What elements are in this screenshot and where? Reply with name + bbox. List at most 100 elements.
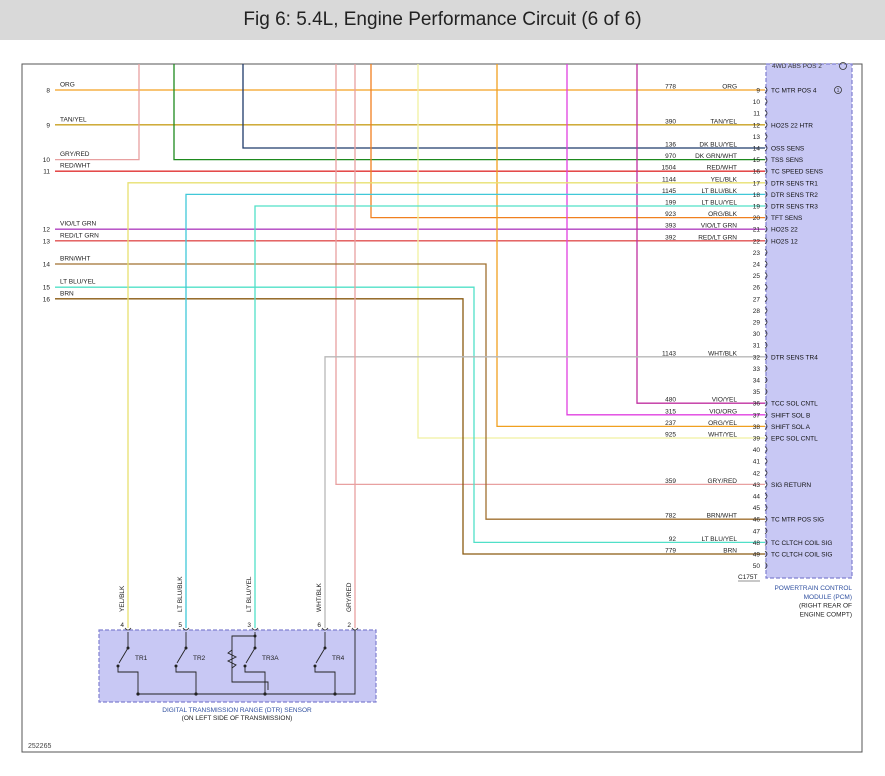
pcm-pin-terminal [764, 399, 768, 407]
left-wire-color-label: RED/WHT [60, 163, 90, 170]
pcm-pin-signal: TC CLTCH COIL SIG [771, 540, 832, 547]
pcm-pin-terminal [764, 504, 768, 511]
wire-color-label: LT BLU/BLK [701, 188, 737, 195]
pcm-pin-number: 9 [756, 88, 760, 95]
wire-circuit-number: 199 [665, 200, 676, 207]
pcm-pin-terminal [764, 121, 768, 129]
pcm-pin-signal: TCC SOL CNTL [771, 401, 818, 408]
pcm-pin-number: 48 [753, 540, 761, 547]
pcm-pin-number: 29 [753, 320, 761, 327]
pcm-pin-terminal [764, 109, 768, 117]
pcm-pin-number: 27 [753, 296, 761, 303]
pcm-pin-signal: TC MTR POS 4 [771, 88, 817, 95]
pcm-pin-number: 20 [753, 215, 761, 222]
pcm-pin-terminal [764, 481, 768, 488]
left-wire-number: 13 [43, 238, 51, 245]
left-wire-number: 10 [43, 157, 51, 164]
pcm-pin-signal: HO2S 22 HTR [771, 122, 813, 129]
figure-id: 252265 [28, 743, 51, 750]
wire-color-label: BRN/WHT [707, 513, 737, 520]
wire-circuit-number: 393 [665, 223, 676, 230]
left-wire-number: 8 [46, 88, 50, 95]
page-title: Fig 6: 5.4L, Engine Performance Circuit … [243, 9, 642, 30]
left-wire-number: 16 [43, 296, 51, 303]
dtr-label-line: DIGITAL TRANSMISSION RANGE (DTR) SENSOR [162, 707, 312, 714]
pcm-module-label-line: POWERTRAIN CONTROL [774, 585, 852, 592]
wire-color-label: VIO/YEL [712, 397, 738, 404]
wire-color-label: YEL/BLK [711, 176, 738, 183]
switch-blade [118, 647, 129, 664]
pcm-pin-signal: TSS SENS [771, 157, 804, 164]
wire-circuit-number: 136 [665, 142, 676, 149]
switch-lead-bottom [175, 666, 197, 694]
pcm-pin-terminal [764, 515, 768, 523]
pcm-pin-number: 46 [753, 517, 761, 524]
pcm-pin-number: 43 [753, 482, 761, 489]
tr3a-resistor [226, 649, 238, 669]
title-bar: Fig 6: 5.4L, Engine Performance Circuit … [0, 0, 885, 40]
pcm-pin-number: 11 [753, 111, 760, 118]
left-wire-color-label: RED/LT GRN [60, 232, 99, 239]
tr3a-resistor-lead [231, 635, 269, 690]
pcm-pin-number: 32 [753, 354, 761, 361]
bus-junction [263, 692, 267, 696]
pcm-pin-number: 15 [753, 157, 761, 164]
dtr-wire-label: LT BLU/BLK [177, 576, 184, 612]
wire-color-label: TAN/YEL [710, 118, 737, 125]
dtr-pin-number: 5 [178, 622, 182, 629]
dtr-pin-terminal [321, 627, 329, 631]
pcm-pin-terminal [764, 191, 768, 198]
pcm-pin-terminal [764, 330, 768, 337]
pcm-note-icon [839, 62, 847, 70]
dtr-pin-terminal [124, 627, 132, 631]
wire-circuit-number: 92 [669, 536, 677, 543]
pcm-top-label: 4WD ABS POS 2 [772, 63, 822, 70]
left-wire-number: 15 [43, 285, 51, 292]
pcm-pin-terminal [764, 411, 768, 419]
pcm-pin-number: 26 [753, 285, 761, 292]
pcm-pin-terminal [764, 98, 768, 105]
pcm-pin-terminal [764, 469, 768, 477]
pcm-pin-terminal [764, 318, 768, 326]
pcm-module-label-line: (RIGHT REAR OF [799, 603, 852, 610]
pcm-pin-number: 18 [753, 192, 761, 199]
wire-gry-red-left [55, 64, 140, 161]
switch-blade [315, 647, 326, 664]
pcm-pin-terminal [764, 550, 768, 558]
left-wire-color-label: BRN [60, 290, 74, 297]
bus-junction [136, 692, 140, 696]
pcm-pin-terminal [764, 249, 768, 256]
left-wire-number: 9 [46, 122, 50, 129]
left-wire-color-label: TAN/YEL [60, 116, 87, 123]
dtr-pin-terminal [251, 627, 259, 631]
wire-color-label: GRY/RED [708, 478, 738, 485]
wire-color-label: WHT/YEL [708, 432, 737, 439]
pcm-pin-signal: EPC SOL CNTL [771, 436, 818, 443]
pcm-connector-label: C175T [738, 574, 758, 581]
wire-color-label: LT BLU/YEL [701, 536, 737, 543]
pcm-pin-terminal [764, 341, 768, 349]
pcm-pin-number: 17 [753, 180, 761, 187]
left-wire-color-label: BRN/WHT [60, 256, 90, 263]
pcm-pin-terminal [764, 167, 768, 175]
pcm-pin-terminal [764, 423, 768, 430]
pcm-pin-terminal [764, 272, 768, 279]
pcm-pin-terminal [764, 492, 768, 500]
wire-vio-org [566, 64, 765, 416]
pcm-pin-number: 50 [753, 563, 761, 570]
pcm-pin-terminal [764, 133, 768, 140]
bus-junction [333, 692, 337, 696]
wire-circuit-number: 970 [665, 153, 676, 160]
dtr-box [98, 629, 377, 703]
left-wire-number: 11 [43, 169, 50, 176]
pcm-pin-signal: DTR SENS TR3 [771, 204, 818, 211]
pcm-pin-number: 38 [753, 424, 761, 431]
pcm-pin-signal: DTR SENS TR1 [771, 180, 818, 187]
switch-blade [245, 647, 256, 664]
pcm-pin-terminal [764, 260, 768, 268]
pcm-pin-terminal [764, 214, 768, 221]
wire-dtr-wht-blk [324, 356, 765, 628]
wire-color-label: RED/WHT [707, 165, 737, 172]
dtr-pin-number: 2 [347, 622, 351, 629]
